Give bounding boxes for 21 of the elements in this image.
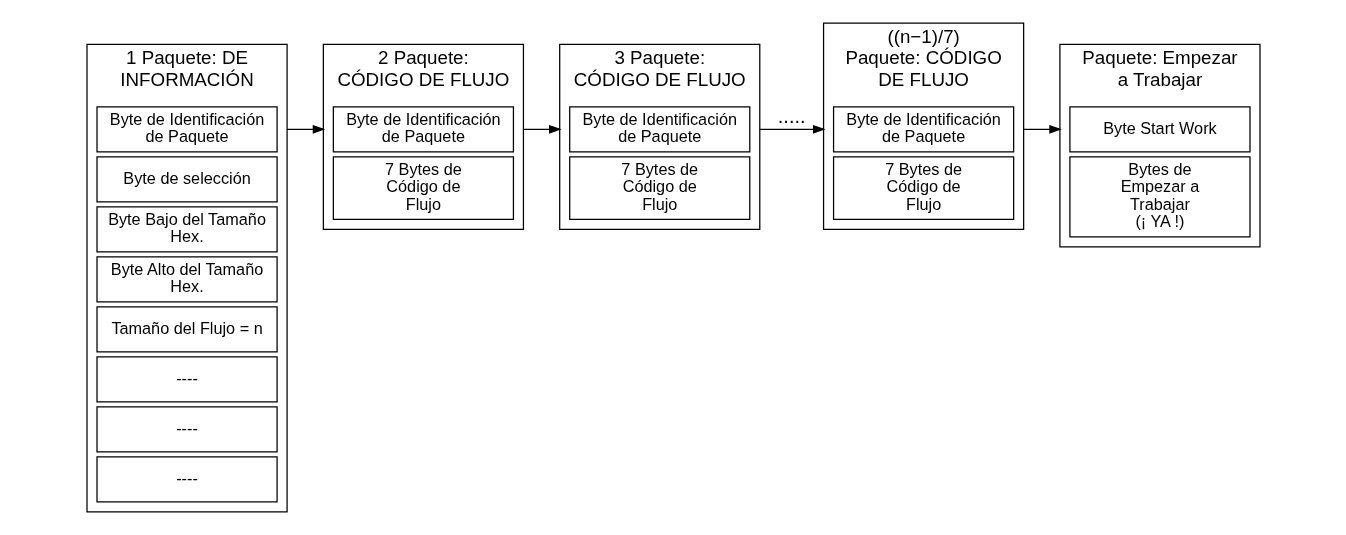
node-box: Byte de Identificación de Paquete	[332, 106, 514, 153]
node-box: 7 Bytes de Código de Flujo	[568, 156, 750, 220]
arrow	[522, 124, 562, 134]
arrow	[1022, 124, 1062, 134]
arrow	[758, 124, 825, 134]
node-box: Byte de Identificación de Paquete	[95, 106, 278, 153]
node-box: ----	[95, 456, 278, 503]
arrow	[285, 124, 325, 134]
node-box: Byte de selección	[95, 156, 278, 203]
node-box: Byte Alto del Tamaño Hex.	[95, 256, 278, 303]
edge-label: .....	[777, 104, 806, 127]
node-box: Byte Bajo del Tamaño Hex.	[95, 206, 278, 253]
node-box: Byte de Identificación de Paquete	[568, 106, 750, 153]
node-box: 7 Bytes de Código de Flujo	[332, 156, 514, 220]
node-box: Byte Start Work	[1068, 106, 1251, 153]
node-box: Byte de Identificación de Paquete	[832, 106, 1014, 153]
node-box: ----	[95, 406, 278, 453]
node-box: ----	[95, 356, 278, 403]
node-box: Tamaño del Flujo = n	[95, 306, 278, 353]
node-box: 7 Bytes de Código de Flujo	[832, 156, 1014, 220]
node-box: Bytes de Empezar a Trabajar (¡ YA !)	[1068, 156, 1251, 238]
